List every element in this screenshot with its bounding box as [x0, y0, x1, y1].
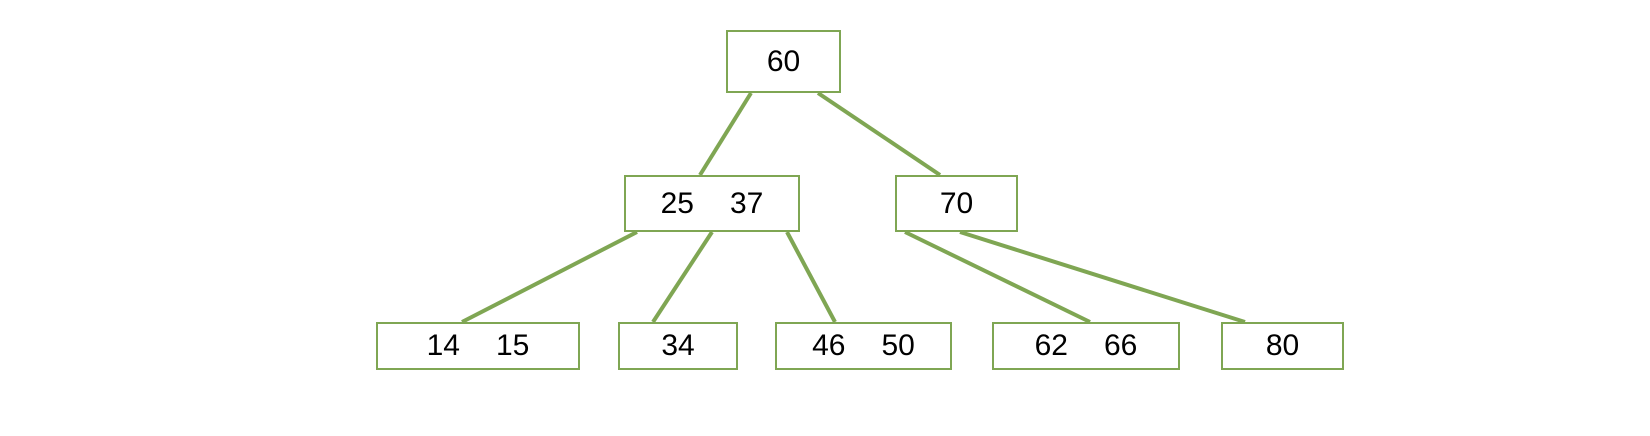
- node-key: 46: [812, 329, 846, 362]
- node-key: 80: [1265, 329, 1300, 362]
- node-key-list: 60: [766, 44, 801, 78]
- node-key-list: 25 37: [660, 186, 764, 220]
- node-key: 14: [426, 329, 460, 362]
- tree-edge: [959, 230, 1246, 324]
- btree-node-leaf-14-15[interactable]: 14 15: [376, 322, 580, 370]
- tree-edge: [904, 230, 1091, 324]
- btree-node-leaf-80[interactable]: 80: [1221, 322, 1344, 370]
- node-key-list: 80: [1266, 331, 1299, 361]
- btree-node-root[interactable]: 60: [726, 30, 841, 93]
- tree-edge: [651, 230, 714, 324]
- btree-node-leaf-34[interactable]: 34: [618, 322, 738, 370]
- node-key: 50: [881, 329, 915, 362]
- node-key: 66: [1104, 329, 1138, 362]
- btree-node-n-70[interactable]: 70: [895, 175, 1018, 232]
- tree-edge: [785, 231, 837, 323]
- node-key: 62: [1034, 329, 1068, 362]
- tree-edge: [698, 91, 753, 177]
- node-key: 25: [660, 186, 694, 220]
- node-key: 37: [730, 186, 764, 220]
- node-key: 34: [661, 329, 695, 362]
- btree-node-leaf-62-66[interactable]: 62 66: [992, 322, 1180, 370]
- btree-node-n-25-37[interactable]: 25 37: [624, 175, 800, 232]
- node-key-list: 34: [661, 331, 694, 361]
- node-key-list: 46 50: [812, 331, 915, 361]
- edge-group: [461, 91, 1246, 324]
- node-key: 70: [939, 186, 974, 220]
- node-key-list: 14 15: [427, 331, 530, 361]
- tree-edge: [816, 91, 942, 177]
- node-key-list: 70: [939, 186, 974, 220]
- node-key: 15: [496, 329, 530, 362]
- node-key-list: 62 66: [1035, 331, 1138, 361]
- tree-edge: [461, 230, 638, 324]
- node-key: 60: [766, 44, 801, 78]
- btree-node-leaf-46-50[interactable]: 46 50: [775, 322, 952, 370]
